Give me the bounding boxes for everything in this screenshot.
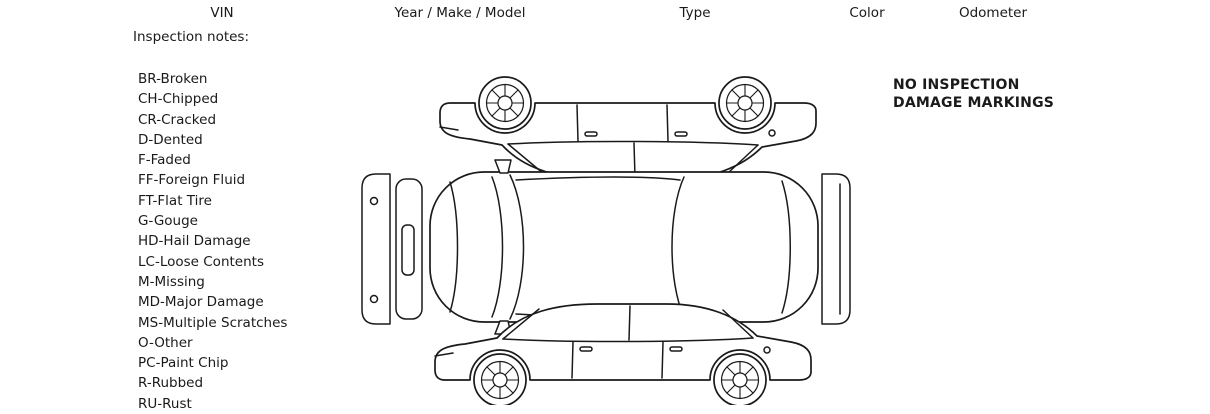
header-color: Color xyxy=(849,5,885,21)
no-damage-line2: DAMAGE MARKINGS xyxy=(893,95,1055,111)
legend-item: F-Faded xyxy=(138,152,191,169)
no-damage-annotation: NO INSPECTION DAMAGE MARKINGS xyxy=(893,76,1054,112)
legend-item: M-Missing xyxy=(138,273,205,290)
legend-item: MS-Multiple Scratches xyxy=(138,314,288,331)
vehicle-inspection-sheet: VIN Year / Make / Model Type Color Odome… xyxy=(133,5,1054,412)
legend-item: FF-Foreign Fluid xyxy=(138,172,246,189)
legend-item: D-Dented xyxy=(138,131,203,148)
damage-code-legend: BR-Broken CH-Chipped CR-Cracked D-Dented… xyxy=(138,69,287,414)
legend-item: O-Other xyxy=(138,334,193,351)
legend-item: HD-Hail Damage xyxy=(138,233,251,250)
header-vin: VIN xyxy=(210,5,234,21)
legend-item: G-Gouge xyxy=(138,213,198,230)
legend-item: FT-Flat Tire xyxy=(138,192,212,209)
header-type: Type xyxy=(679,5,711,21)
header-year-make-model: Year / Make / Model xyxy=(394,5,526,21)
legend-item: CR-Cracked xyxy=(138,111,217,128)
legend-item: R-Rubbed xyxy=(138,375,204,392)
legend-item: LC-Loose Contents xyxy=(138,253,264,270)
legend-item: CH-Chipped xyxy=(138,91,219,108)
header-odometer: Odometer xyxy=(958,5,1028,21)
no-damage-line1: NO INSPECTION xyxy=(893,77,1020,93)
legend-item: MD-Major Damage xyxy=(138,294,264,311)
legend-item: PC-Paint Chip xyxy=(138,355,229,372)
legend-item: BR-Broken xyxy=(138,71,208,87)
vehicle-damage-diagram xyxy=(350,60,870,405)
legend-item: RU-Rust xyxy=(138,395,192,412)
inspection-notes-label: Inspection notes: xyxy=(133,29,250,45)
